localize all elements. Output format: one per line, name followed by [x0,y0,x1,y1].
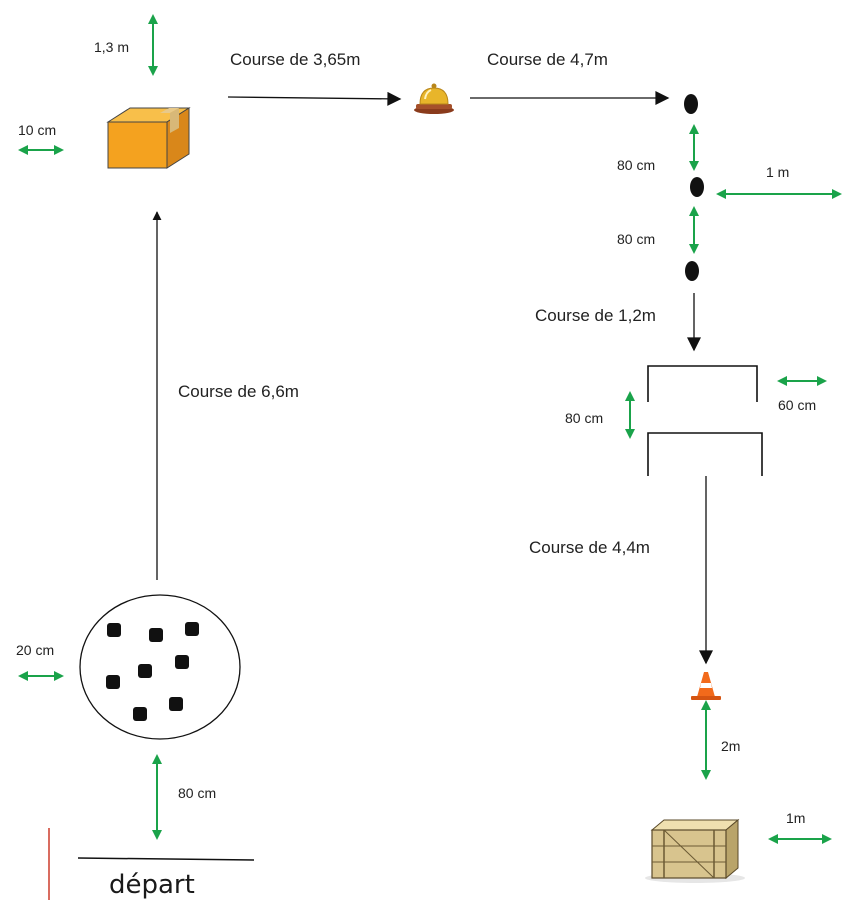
label-60cm: 60 cm [778,397,816,413]
label-80cm-hurdles: 80 cm [565,410,603,426]
marker-dot-icon [684,94,698,114]
label-course-1-2m: Course de 1,2m [535,306,656,326]
beanbag-zone [80,595,240,739]
label-10cm: 10 cm [18,122,56,138]
box-icon [108,108,189,168]
label-course-4-4m: Course de 4,4m [529,538,650,558]
label-1m-crate: 1m [786,810,805,826]
start-label: départ [109,870,195,900]
label-course-4-7m: Course de 4,7m [487,50,608,70]
label-80cm-dot1: 80 cm [617,157,655,173]
hurdle-top [648,366,757,402]
hurdle-bottom [648,433,762,476]
label-80cm-start: 80 cm [178,785,216,801]
cone-icon [691,672,721,700]
bell-icon [414,84,454,115]
beanbag-icon [133,707,147,721]
arrow-box-to-bell [228,97,400,99]
beanbag-icon [149,628,163,642]
label-20cm: 20 cm [16,642,54,658]
crate-icon [645,820,745,883]
start-line [78,858,254,860]
label-course-6-6m: Course de 6,6m [178,382,299,402]
marker-dot-icon [685,261,699,281]
beanbag-icon [107,623,121,637]
label-course-3-65m: Course de 3,65m [230,50,360,70]
marker-dot-icon [690,177,704,197]
beanbag-icon [185,622,199,636]
label-80cm-dot2: 80 cm [617,231,655,247]
label-1m-dots: 1 m [766,164,789,180]
beanbag-icon [169,697,183,711]
beanbag-icon [138,664,152,678]
label-2m: 2m [721,738,740,754]
beanbag-icon [106,675,120,689]
beanbag-icon [175,655,189,669]
label-1-3m: 1,3 m [94,39,129,55]
